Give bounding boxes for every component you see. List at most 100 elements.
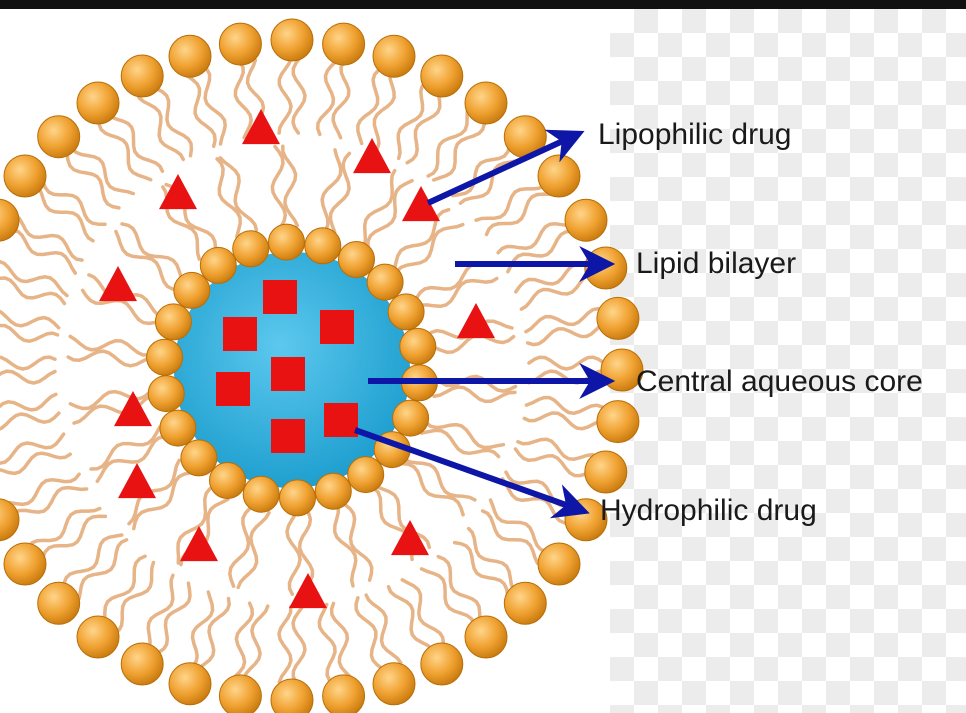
outer-tail	[455, 543, 508, 596]
outer-tail	[524, 413, 600, 429]
outer-tail	[0, 357, 55, 369]
label-lipophilic-drug: Lipophilic drug	[598, 120, 791, 150]
inner-tail	[368, 181, 412, 248]
inner-lipid-head	[388, 294, 424, 330]
outer-lipid-head	[565, 199, 607, 241]
outer-tail	[139, 98, 183, 160]
outer-tail	[483, 511, 538, 563]
hydrophilic-drug-square	[320, 310, 354, 344]
outer-lipid-head	[597, 401, 639, 443]
inner-tail	[122, 224, 181, 278]
outer-lipid-head	[373, 663, 415, 705]
inner-lipid-head	[367, 264, 403, 300]
outer-lipid-head	[271, 679, 313, 713]
lipophilic-drug-triangle	[353, 138, 391, 173]
outer-tail	[491, 500, 546, 551]
outer-tail	[159, 583, 190, 652]
outer-tail	[0, 310, 59, 328]
outer-tail	[529, 357, 604, 369]
outer-tail	[244, 606, 268, 678]
outer-tail	[0, 326, 58, 342]
outer-lipid-head	[219, 23, 261, 65]
inner-lipid-head	[348, 457, 384, 493]
outer-tail	[279, 607, 291, 682]
inner-lipid-head	[315, 473, 351, 509]
outer-lipid-head	[77, 82, 119, 124]
outer-lipid-head	[465, 82, 507, 124]
inner-lipid-head	[160, 410, 196, 446]
inner-lipid-head	[393, 400, 429, 436]
inner-lipid-head	[400, 328, 436, 364]
lipophilic-drug-triangle	[99, 266, 137, 301]
lipophilic-drug-triangle	[402, 186, 440, 221]
outer-lipid-head	[121, 55, 163, 97]
outer-tail	[0, 371, 55, 383]
outer-lipid-head	[271, 19, 313, 61]
label-central-aqueous-core: Central aqueous core	[636, 367, 923, 397]
inner-tail	[272, 147, 285, 227]
inner-lipid-head	[147, 339, 183, 375]
outer-lipid-head	[538, 155, 580, 197]
outer-lipid-head	[504, 582, 546, 624]
outer-tail	[398, 86, 422, 158]
outer-tail	[374, 74, 394, 149]
inner-lipid-head	[181, 440, 217, 476]
inner-tail	[422, 430, 499, 456]
inner-tail	[434, 387, 515, 401]
inner-lipid-head	[200, 247, 236, 283]
inner-lipid-head	[174, 272, 210, 308]
outer-tail	[389, 587, 433, 649]
inner-lipid-head	[210, 463, 246, 499]
inner-lipid-head	[233, 231, 269, 267]
outer-lipid-head	[323, 675, 365, 713]
lipophilic-drug-triangle	[289, 573, 327, 608]
inner-tail	[402, 464, 464, 515]
outer-tail	[516, 449, 587, 476]
outer-tail	[402, 580, 443, 643]
inner-lipid-head	[243, 476, 279, 512]
outer-lipid-head	[38, 582, 80, 624]
outer-tail	[293, 607, 305, 682]
outer-tail	[428, 112, 467, 176]
inner-lipid-head	[148, 376, 184, 412]
hydrophilic-drug-square	[324, 403, 358, 437]
outer-lipid-head	[585, 451, 627, 493]
outer-tail	[43, 182, 105, 224]
outer-lipid-head	[421, 643, 463, 685]
outer-lipid-head	[373, 35, 415, 77]
outer-lipid-head	[4, 155, 46, 197]
outer-tail	[187, 76, 215, 146]
outer-tail	[279, 58, 291, 133]
outer-tail	[67, 154, 119, 208]
outer-lipid-head	[421, 55, 463, 97]
inner-lipid-head	[339, 242, 375, 278]
inner-tail	[364, 171, 394, 246]
hydrophilic-drug-square	[223, 317, 257, 351]
outer-lipid-head	[323, 23, 365, 65]
outer-tail	[235, 603, 253, 677]
hydrophilic-drug-square	[271, 419, 305, 453]
inner-tail	[405, 460, 475, 500]
outer-tail	[332, 603, 351, 676]
hydrophilic-drug-square	[271, 357, 305, 391]
inner-tail	[345, 504, 372, 580]
outer-tail	[476, 186, 544, 220]
inner-lipid-head	[155, 304, 191, 340]
outer-tail	[99, 124, 151, 179]
inner-tail	[287, 514, 300, 594]
outer-tail	[0, 413, 59, 430]
outer-lipid-head	[465, 616, 507, 658]
outer-tail	[293, 58, 305, 133]
outer-tail	[15, 488, 87, 513]
outer-lipid-head	[169, 663, 211, 705]
outer-lipid-head	[0, 199, 19, 241]
outer-tail	[487, 194, 550, 234]
outer-lipid-head	[169, 35, 211, 77]
outer-tail	[110, 116, 162, 171]
label-hydrophilic-drug: Hydrophilic drug	[600, 496, 817, 526]
label-lipid-bilayer: Lipid bilayer	[636, 249, 796, 279]
outer-lipid-head	[538, 543, 580, 585]
outer-lipid-head	[597, 297, 639, 339]
outer-lipid-head	[585, 247, 627, 289]
